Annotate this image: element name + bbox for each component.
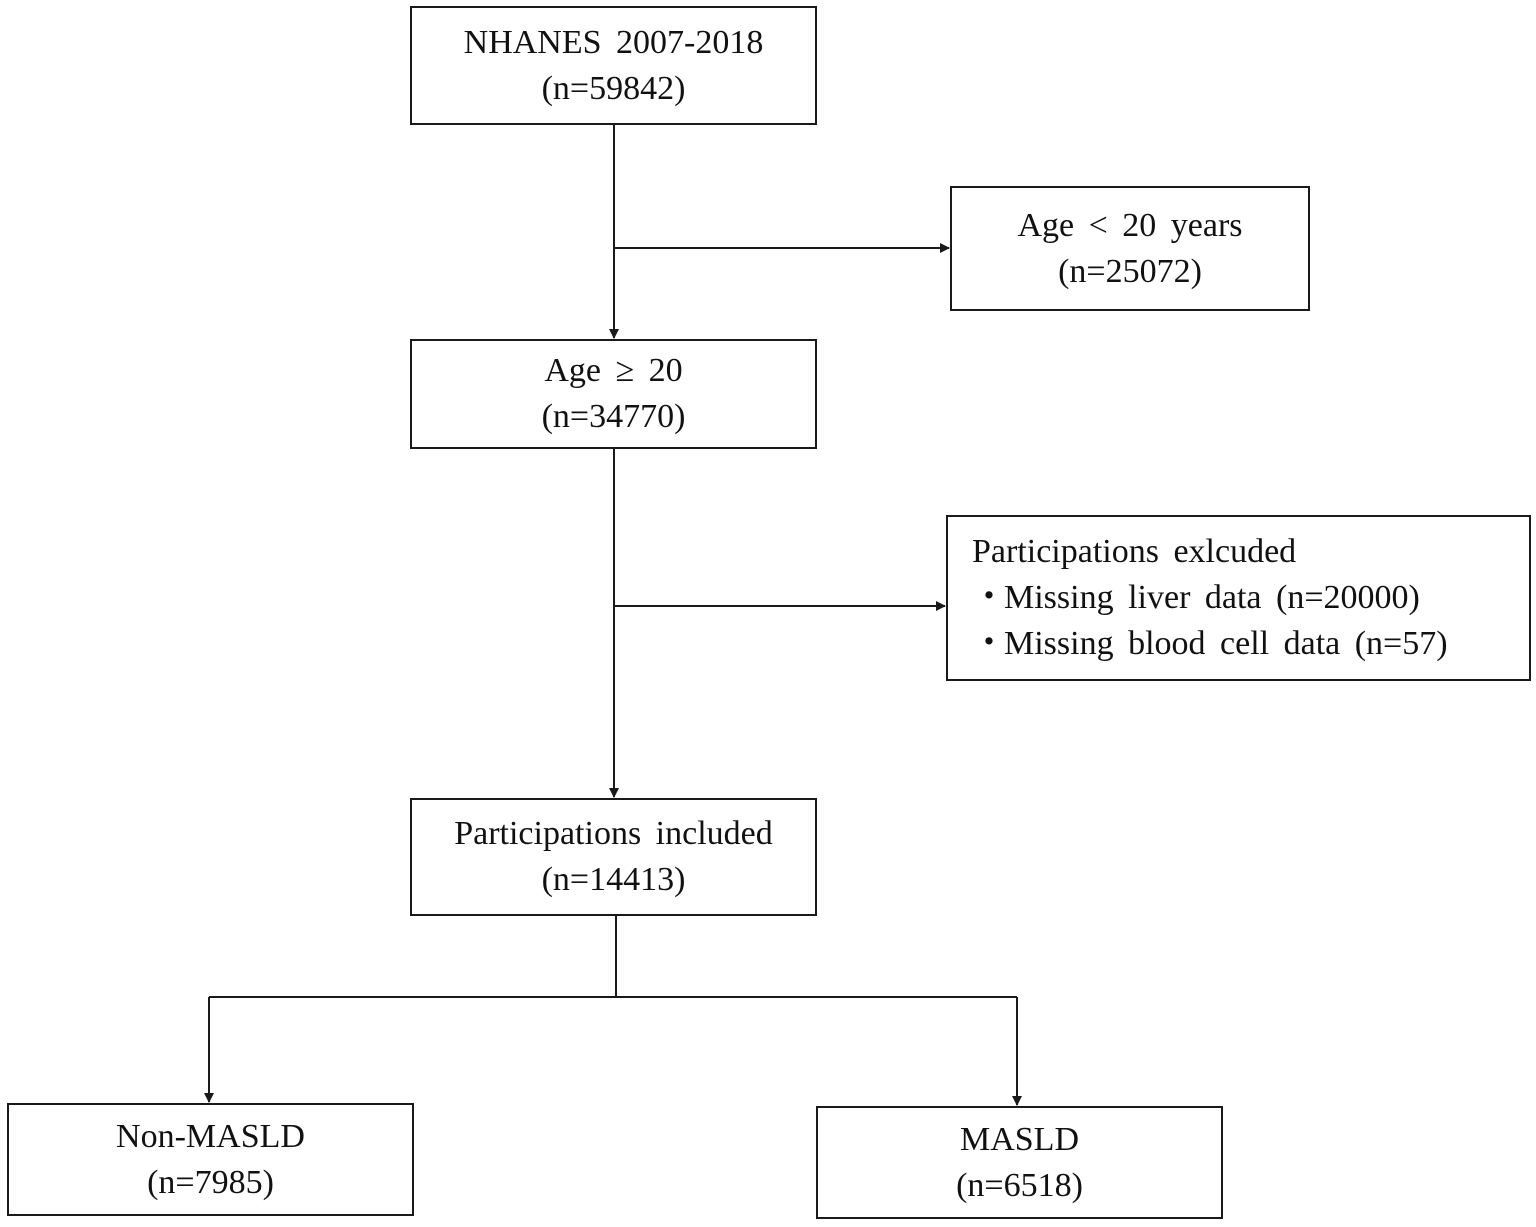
non-masld-box: Non-MASLD (n=7985) bbox=[7, 1103, 414, 1216]
bullet-icon: ・ bbox=[972, 625, 1006, 662]
age-over-20-count: (n=34770) bbox=[541, 398, 686, 435]
bullet-icon: ・ bbox=[972, 579, 1006, 616]
age-under-20-count: (n=25072) bbox=[1058, 252, 1202, 290]
included-title: Participations included bbox=[454, 815, 773, 852]
age-under-20-title: Age < 20 years bbox=[1017, 206, 1243, 244]
non-masld-count: (n=7985) bbox=[147, 1163, 274, 1201]
nhanes-box: NHANES 2007-2018 (n=59842) bbox=[410, 6, 817, 125]
masld-count: (n=6518) bbox=[956, 1166, 1083, 1204]
excluded-item-blood: ・Missing blood cell data (n=57) bbox=[972, 621, 1448, 667]
masld-box: MASLD (n=6518) bbox=[816, 1106, 1223, 1219]
non-masld-title: Non-MASLD bbox=[116, 1117, 305, 1155]
excluded-box: Participations exlcuded ・Missing liver d… bbox=[946, 515, 1531, 681]
included-box: Participations included (n=14413) bbox=[410, 798, 817, 916]
age-over-20-title: Age ≥ 20 bbox=[544, 352, 683, 389]
excluded-item-blood-label: Missing blood cell data (n=57) bbox=[1004, 625, 1448, 662]
masld-title: MASLD bbox=[959, 1120, 1080, 1158]
excluded-title: Participations exlcuded bbox=[972, 533, 1297, 570]
included-count: (n=14413) bbox=[541, 861, 686, 898]
excluded-item-liver-label: Missing liver data (n=20000) bbox=[1004, 579, 1420, 616]
nhanes-title: NHANES 2007-2018 bbox=[463, 23, 764, 61]
nhanes-count: (n=59842) bbox=[541, 69, 686, 107]
age-over-20-box: Age ≥ 20 (n=34770) bbox=[410, 339, 817, 449]
excluded-item-liver: ・Missing liver data (n=20000) bbox=[972, 575, 1420, 621]
age-under-20-box: Age < 20 years (n=25072) bbox=[950, 186, 1310, 311]
